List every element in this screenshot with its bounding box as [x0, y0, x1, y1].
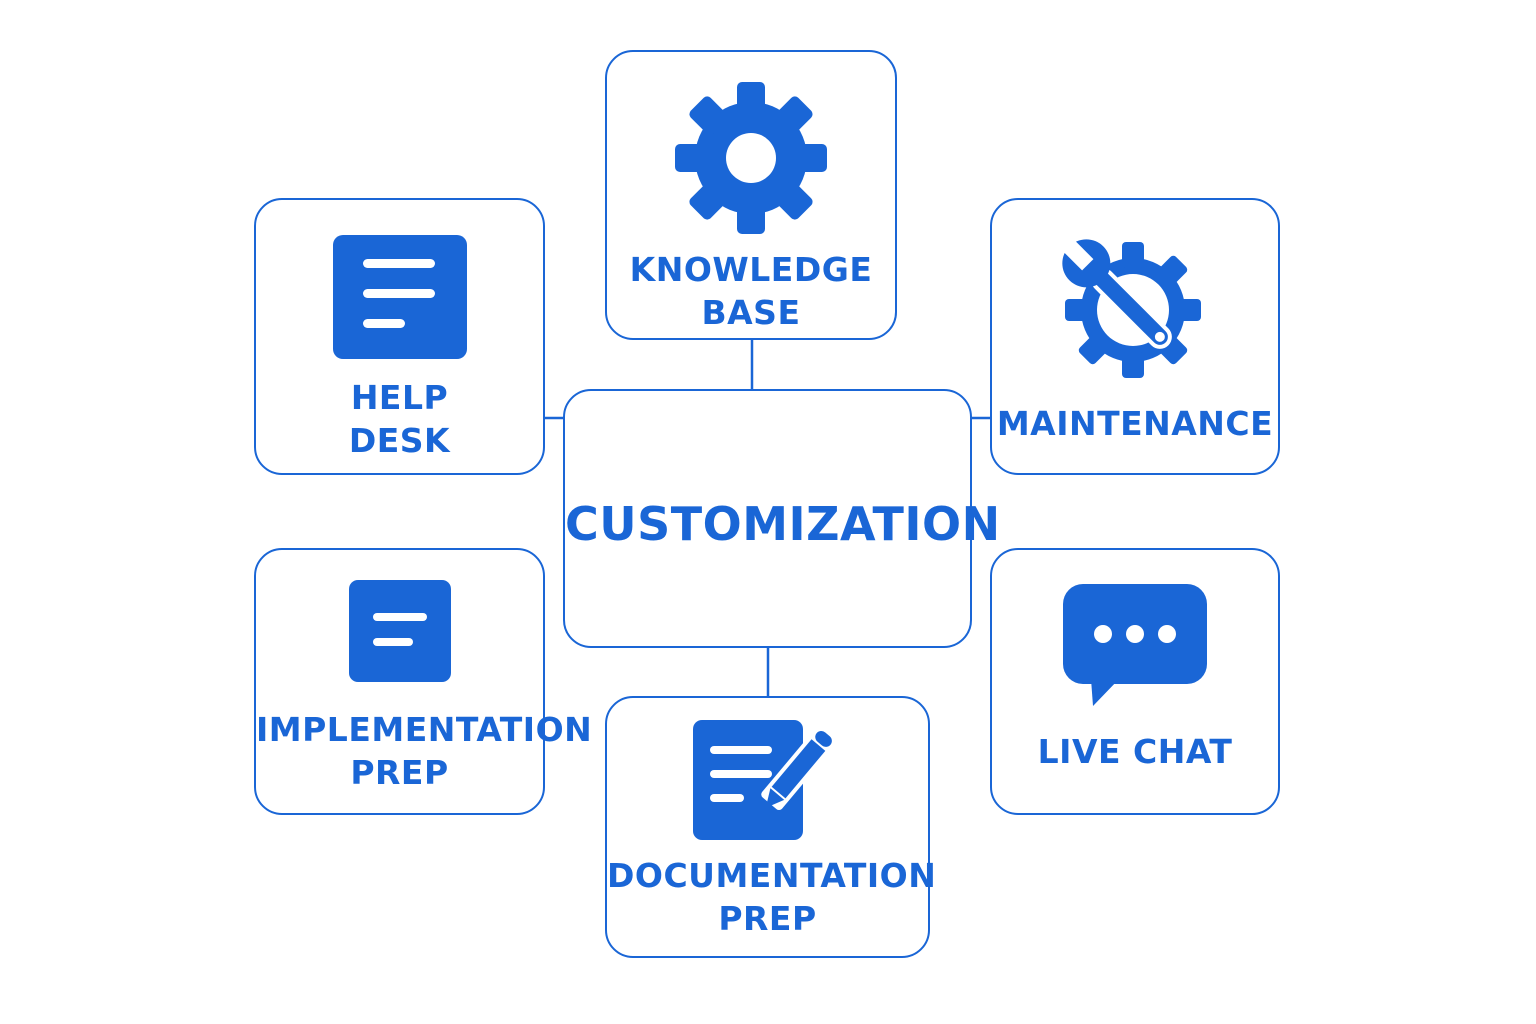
customization-label: CUSTOMIZATION: [565, 497, 1001, 551]
node-live-chat: LIVE CHAT: [990, 548, 1280, 815]
node-customization: CUSTOMIZATION: [563, 389, 1001, 648]
node-help-desk: HELP DESK: [254, 198, 545, 475]
gear-icon: [675, 82, 827, 234]
knowledge-base-label: KNOWLEDGE BASE: [629, 250, 873, 332]
help-desk-label: HELP DESK: [348, 378, 451, 460]
document-pencil-icon: [692, 720, 832, 840]
node-documentation-prep: DOCUMENTATION PREP: [605, 696, 937, 958]
node-implementation-prep: IMPLEMENTATION PREP: [254, 548, 593, 815]
node-knowledge-base: KNOWLEDGE BASE: [605, 50, 897, 340]
maintenance-label: MAINTENANCE: [996, 404, 1274, 443]
note-lines-icon: [348, 580, 451, 682]
gear-wrench-icon: [1062, 239, 1201, 378]
chat-bubble-icon: [1063, 584, 1207, 706]
document-lines-icon: [332, 235, 467, 359]
documentation-prep-label: DOCUMENTATION PREP: [607, 856, 937, 938]
implementation-prep-label: IMPLEMENTATION PREP: [256, 710, 593, 792]
node-maintenance: MAINTENANCE: [990, 198, 1280, 475]
live-chat-label: LIVE CHAT: [1037, 732, 1233, 771]
